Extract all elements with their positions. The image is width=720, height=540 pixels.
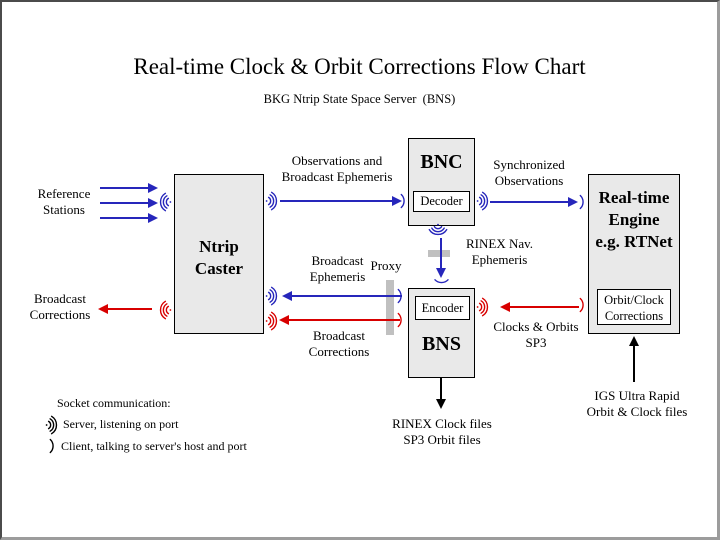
rinex-clock-files-label: RINEX Clock files SP3 Orbit files — [392, 416, 492, 447]
arrow-head — [568, 197, 578, 207]
bnc-box: BNC Decoder — [408, 138, 475, 226]
synchronized-observations-arrow — [490, 197, 578, 207]
client-socket-icon — [400, 193, 405, 209]
arrow-head — [98, 304, 108, 314]
server-socket-icon — [159, 192, 173, 212]
arrow-shaft — [100, 217, 149, 219]
server-socket-icon — [45, 415, 58, 435]
arrow-shaft — [291, 295, 402, 297]
client-socket-icon — [49, 438, 54, 454]
arrow-shaft — [509, 306, 579, 308]
realtime-engine-label: Real-time Engine e.g. RTNet — [595, 188, 673, 251]
server-socket-icon — [265, 191, 278, 211]
client-socket-icon — [579, 194, 584, 210]
arrow-shaft — [288, 319, 400, 321]
bns-output-arrow — [436, 378, 446, 409]
arrow-head — [279, 315, 289, 325]
encoder-box: Encoder — [415, 296, 470, 320]
reference-arrow-2 — [100, 198, 158, 208]
rinex-nav-arrow — [436, 238, 446, 278]
client-socket-icon — [579, 297, 584, 313]
proxy-bar-vertical — [386, 280, 394, 335]
legend-heading: Socket communication: — [57, 396, 171, 410]
broadcast-ephemeris-label: Broadcast Ephemeris — [309, 253, 366, 284]
arrow-shaft — [280, 200, 393, 202]
observations-arrow — [280, 196, 402, 206]
arrow-head — [500, 302, 510, 312]
broadcast-corrections-left-label: Broadcast Corrections — [29, 291, 91, 322]
igs-input-arrow — [629, 336, 639, 382]
arrow-shaft — [633, 345, 635, 382]
reference-arrow-1 — [100, 183, 158, 193]
legend-client-label: Client, talking to server's host and por… — [61, 439, 247, 453]
broadcast-corrections-mid-arrow — [279, 315, 400, 325]
orbit-clock-corrections-box: Orbit/Clock Corrections — [597, 289, 671, 325]
client-socket-icon — [434, 279, 449, 284]
page-subtitle: BKG Ntrip State Space Server (BNS) — [263, 92, 456, 106]
arrow-head — [436, 399, 446, 409]
server-socket-icon — [159, 300, 173, 320]
reference-arrow-3 — [100, 213, 158, 223]
arrow-shaft — [440, 238, 442, 269]
arrow-shaft — [100, 202, 149, 204]
bnc-label: BNC — [420, 151, 463, 173]
broadcast-corrections-out-arrow — [98, 304, 152, 314]
realtime-engine-box: Real-time Engine e.g. RTNet Orbit/Clock … — [588, 174, 680, 334]
arrow-shaft — [100, 187, 149, 189]
arrow-shaft — [440, 378, 442, 400]
igs-label: IGS Ultra Rapid Orbit & Clock files — [586, 388, 688, 419]
ntrip-caster-box: Ntrip Caster — [174, 174, 264, 334]
server-socket-icon — [476, 297, 489, 317]
bns-box: Encoder BNS — [408, 288, 475, 378]
arrow-head — [148, 183, 158, 193]
arrow-head — [148, 213, 158, 223]
synchronized-observations-label: Synchronized Observations — [493, 157, 565, 188]
proxy-label: Proxy — [370, 258, 402, 273]
clocks-orbits-arrow — [500, 302, 579, 312]
arrow-head — [392, 196, 402, 206]
server-socket-icon — [265, 286, 278, 306]
arrow-head — [436, 268, 446, 278]
arrow-head — [148, 198, 158, 208]
page-title: Real-time Clock & Orbit Corrections Flow… — [133, 54, 586, 79]
ntrip-caster-label: Ntrip Caster — [194, 237, 244, 278]
arrow-shaft — [490, 201, 569, 203]
clocks-orbits-label: Clocks & Orbits SP3 — [493, 319, 579, 350]
reference-stations-label: Reference Stations — [37, 186, 91, 217]
server-socket-icon — [428, 222, 448, 236]
server-socket-icon — [265, 311, 278, 331]
proxy-bar-horizontal — [428, 250, 450, 257]
server-socket-icon — [476, 191, 489, 211]
arrow-head — [282, 291, 292, 301]
client-socket-icon — [397, 288, 402, 304]
legend-server-label: Server, listening on port — [63, 417, 179, 431]
bns-label: BNS — [422, 333, 461, 355]
arrow-head — [629, 336, 639, 346]
observations-label: Observations and Broadcast Ephemeris — [281, 153, 393, 184]
arrow-shaft — [107, 308, 152, 310]
client-socket-icon — [397, 312, 402, 328]
rinex-nav-label: RINEX Nav. Ephemeris — [465, 236, 534, 267]
broadcast-corrections-mid-label: Broadcast Corrections — [308, 328, 370, 359]
decoder-box: Decoder — [413, 191, 470, 212]
broadcast-ephemeris-arrow — [282, 291, 402, 301]
